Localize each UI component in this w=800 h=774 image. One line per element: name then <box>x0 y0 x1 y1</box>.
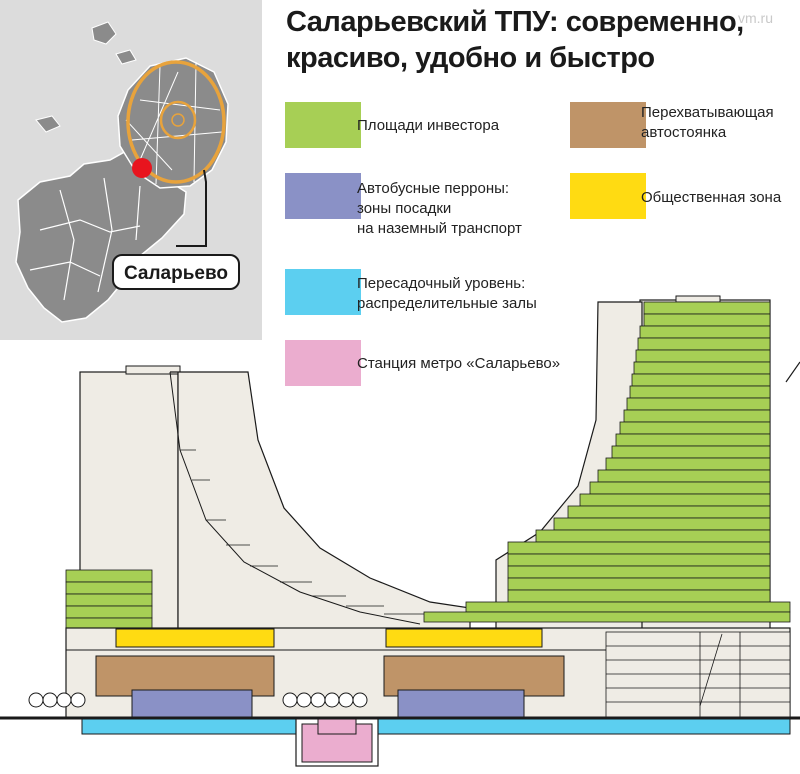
third-ring <box>159 100 197 140</box>
legend-label-metro: Станция метро «Саларьево» <box>357 355 561 372</box>
legend-swatch-metro <box>285 340 361 386</box>
mkad-ring <box>126 60 226 184</box>
legend-label-parking: Перехватывающая автостоянка <box>641 104 774 141</box>
legend-swatch-bus <box>285 173 361 219</box>
new-moscow-territory <box>15 149 187 323</box>
right-tower-investor-floors <box>423 301 791 623</box>
legend-label-bus: Автобусные перроны: зоны посадки на назе… <box>357 180 522 237</box>
legend-swatch-investor <box>285 102 361 148</box>
left-investor-floors <box>65 569 153 629</box>
legend-swatch-parking <box>570 102 646 148</box>
watermark: vm.ru <box>738 10 773 26</box>
legend-swatch-public <box>570 173 646 219</box>
legend-label-investor: Площади инвестора <box>357 117 500 134</box>
salarevo-marker <box>132 158 152 178</box>
leader-line <box>176 169 207 247</box>
right-glazed-block <box>605 631 791 719</box>
trees <box>28 692 368 708</box>
left-tower-curve <box>170 371 471 633</box>
legend-swatch-transfer <box>285 269 361 315</box>
page-title: Саларьевский ТПУ: современно, красиво, у… <box>286 6 744 74</box>
legend-label-public: Общественная зона <box>641 189 782 206</box>
legend-label-transfer: Пересадочный уровень: распределительные … <box>357 275 537 312</box>
zelenograd <box>91 21 117 45</box>
map-label-salarevo: Саларьево <box>112 254 240 290</box>
